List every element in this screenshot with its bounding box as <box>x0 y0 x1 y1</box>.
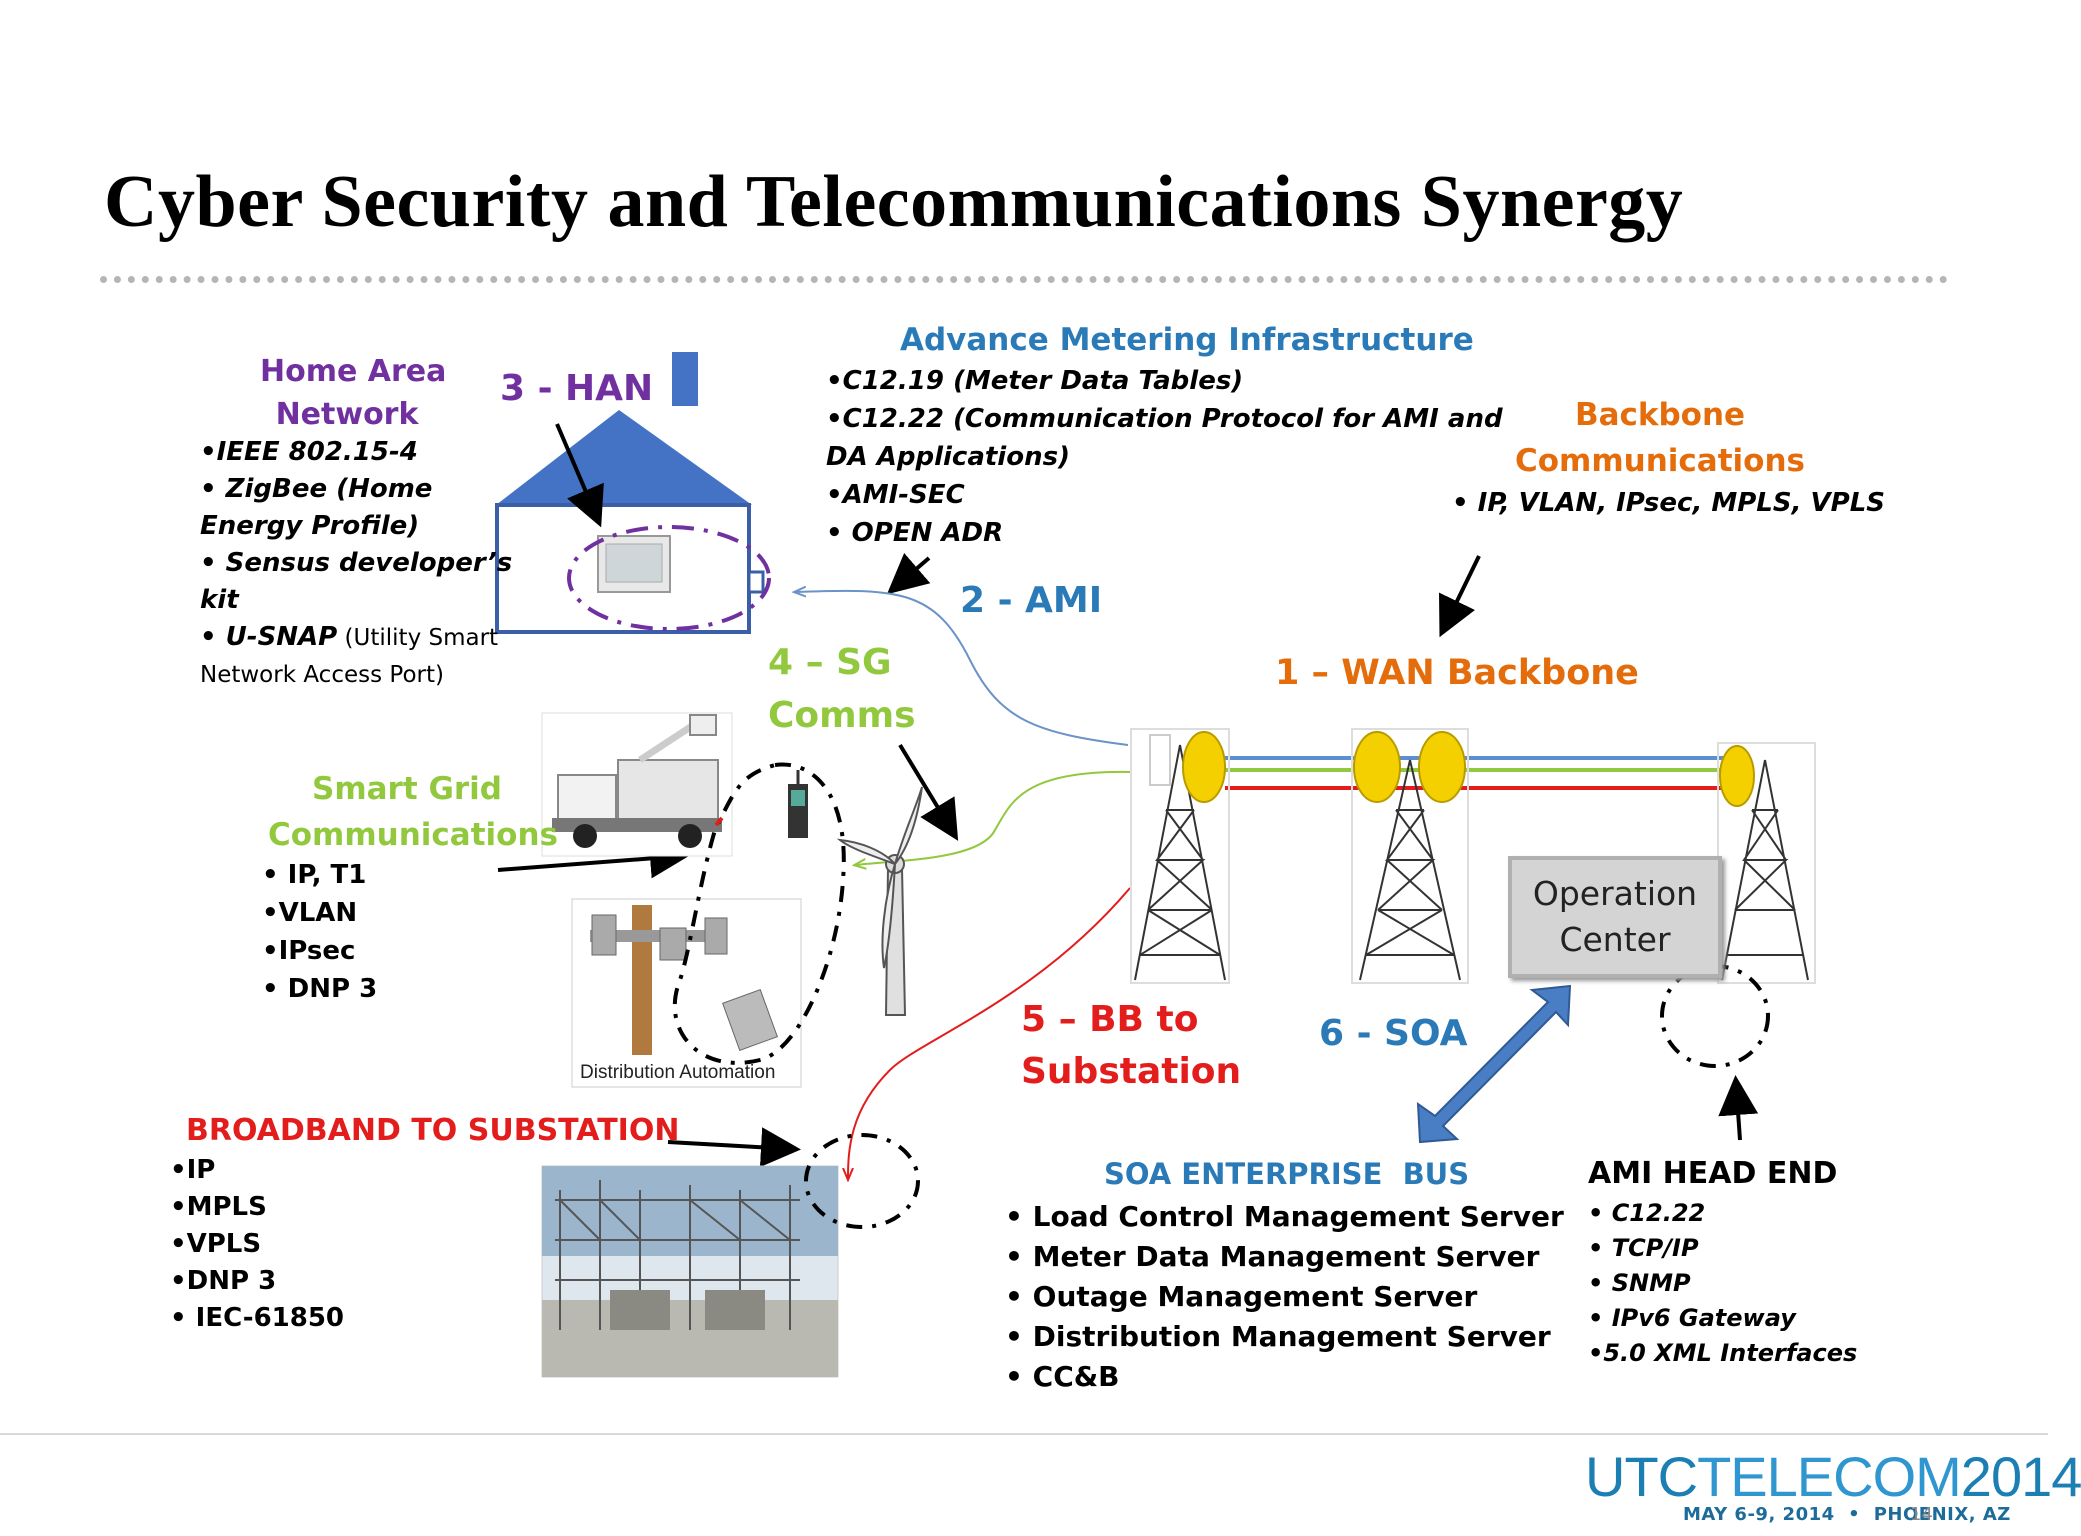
han-item: • ZigBee (Home <box>200 474 433 504</box>
usnap-desc: (Utility Smart <box>337 625 499 651</box>
substation-item: •MPLS <box>170 1192 267 1222</box>
ami-number-label: 2 - AMI <box>960 580 1103 621</box>
soa-item: • Meter Data Management Server <box>1005 1240 1540 1273</box>
headend-item: • IPv6 Gateway <box>1588 1304 1796 1332</box>
usnap-label: • U-SNAP <box>200 622 338 652</box>
backbone-heading: Backbone Communications <box>1510 392 1810 484</box>
sg-item: •VLAN <box>262 898 358 928</box>
slide-title: Cyber Security and Telecommunications Sy… <box>104 161 1684 243</box>
sg-link-curve <box>856 770 1131 865</box>
bucket-truck-image <box>541 712 733 857</box>
backbone-heading-line2: Communications <box>1515 443 1805 479</box>
bb-substation-line2: Substation <box>1021 1051 1242 1092</box>
sg-number-line2: Comms <box>768 695 916 736</box>
sg-number-label: 4 – SG Comms <box>768 636 916 742</box>
han-number-label: 3 - HAN <box>500 368 654 409</box>
han-item: •IEEE 802.15-4 <box>200 437 418 467</box>
wind-turbine-icon <box>836 786 923 1016</box>
substation-list: •IP •MPLS •VPLS •DNP 3 • IEC-61850 <box>170 1152 344 1337</box>
ami-list: •C12.19 (Meter Data Tables) •C12.22 (Com… <box>826 362 1503 552</box>
substation-coverage-loop <box>804 1133 920 1229</box>
ami-item: DA Applications) <box>826 442 1070 472</box>
antenna-dish-icon <box>1719 745 1755 807</box>
wan-backbone-label: 1 – WAN Backbone <box>1275 653 1639 693</box>
sg-heading-line2: Communications <box>268 817 558 853</box>
sg-heading-line1: Smart Grid <box>312 771 502 807</box>
ami-heading: Advance Metering Infrastructure <box>900 322 1474 358</box>
soa-item: • Outage Management Server <box>1005 1280 1478 1313</box>
soa-heading: SOA ENTERPRISE BUS <box>1104 1157 1470 1191</box>
antenna-dish-icon <box>1418 731 1466 803</box>
ami-link-curve <box>796 591 1129 746</box>
headend-item: • SNMP <box>1588 1269 1691 1297</box>
sg-coverage-loop <box>672 762 846 1065</box>
conf-telecom: TELECOM <box>1697 1445 1962 1508</box>
title-divider <box>100 276 1948 283</box>
tower-icon <box>1130 728 1230 984</box>
sg-item: • DNP 3 <box>262 974 378 1004</box>
sg-item: •IPsec <box>262 936 356 966</box>
ami-item: • OPEN ADR <box>826 518 1004 548</box>
bb-substation-label: 5 – BB to Substation <box>1021 994 1241 1098</box>
substation-heading: BROADBAND TO SUBSTATION <box>186 1113 680 1148</box>
bb-substation-line1: 5 – BB to <box>1021 999 1199 1040</box>
conf-year: 2014 <box>1960 1445 2081 1508</box>
soa-item: • CC&B <box>1005 1360 1120 1393</box>
soa-item: • Distribution Management Server <box>1005 1320 1551 1353</box>
headend-item: •5.0 XML Interfaces <box>1588 1339 1858 1367</box>
distribution-automation-image <box>571 898 802 1088</box>
headend-list: • C12.22 • TCP/IP • SNMP • IPv6 Gateway … <box>1588 1196 1857 1371</box>
han-heading-line1: Home Area <box>260 354 447 389</box>
antenna-dish-icon <box>1353 731 1401 803</box>
usnap-desc-line2: Network Access Port) <box>200 662 444 688</box>
bb-link-curve <box>848 887 1131 1178</box>
antenna-dish-icon <box>1182 731 1226 803</box>
operation-center-line1: Operation <box>1532 874 1698 913</box>
tower-icon <box>1351 728 1469 984</box>
han-heading: Home Area Network <box>260 350 447 436</box>
han-item: • Sensus developer’s <box>200 548 513 578</box>
ami-item: •C12.22 (Communication Protocol for AMI … <box>826 404 1503 434</box>
headend-item: • C12.22 <box>1588 1199 1706 1227</box>
ami-item: •AMI-SEC <box>826 480 965 510</box>
slide-number: 14 <box>1910 1504 1933 1525</box>
operation-center-line2: Center <box>1559 920 1671 959</box>
da-photo-caption: Distribution Automation <box>580 1062 776 1083</box>
substation-item: •DNP 3 <box>170 1266 277 1296</box>
pointer-arrows <box>497 423 1759 1168</box>
sg-heading: Smart Grid Communications <box>268 766 558 858</box>
footer-divider <box>0 1433 2048 1435</box>
soa-list: • Load Control Management Server • Meter… <box>1005 1197 1564 1397</box>
sg-number-line1: 4 – SG <box>768 642 892 683</box>
han-item: kit <box>200 585 239 615</box>
sg-list: • IP, T1 •VLAN •IPsec • DNP 3 <box>262 856 377 1008</box>
substation-item: • IEC-61850 <box>170 1303 345 1333</box>
han-item: Energy Profile) <box>200 511 420 541</box>
operation-center-box: Operation Center <box>1508 856 1722 978</box>
headend-item: • TCP/IP <box>1588 1234 1699 1262</box>
conference-date: MAY 6-9, 2014 • PHOENIX, AZ <box>1683 1504 2011 1525</box>
ami-item: •C12.19 (Meter Data Tables) <box>826 366 1244 396</box>
substation-image <box>541 1165 839 1378</box>
substation-item: •VPLS <box>170 1229 262 1259</box>
handheld-device-icon <box>788 770 808 838</box>
sg-item: • IP, T1 <box>262 860 367 890</box>
conference-logo: UTCTELECOM2014 <box>1585 1444 2081 1509</box>
soa-item: • Load Control Management Server <box>1005 1200 1564 1233</box>
backbone-list: • IP, VLAN, IPsec, MPLS, VPLS <box>1452 484 1885 522</box>
han-heading-line2: Network <box>275 397 419 432</box>
backbone-lines <box>1225 756 1740 790</box>
headend-coverage-loop <box>1660 964 1770 1068</box>
han-item-usnap: • U-SNAP (Utility Smart <box>200 619 512 657</box>
backbone-item: • IP, VLAN, IPsec, MPLS, VPLS <box>1452 488 1885 518</box>
han-list: •IEEE 802.15-4 • ZigBee (Home Energy Pro… <box>200 434 512 694</box>
house-icon <box>495 352 771 634</box>
soa-double-arrow <box>1416 984 1572 1144</box>
conf-utc: UTC <box>1585 1445 1698 1508</box>
headend-heading: AMI HEAD END <box>1588 1156 1838 1191</box>
substation-item: •IP <box>170 1155 216 1185</box>
backbone-heading-line1: Backbone <box>1574 397 1746 433</box>
soa-number-label: 6 - SOA <box>1319 1013 1468 1054</box>
